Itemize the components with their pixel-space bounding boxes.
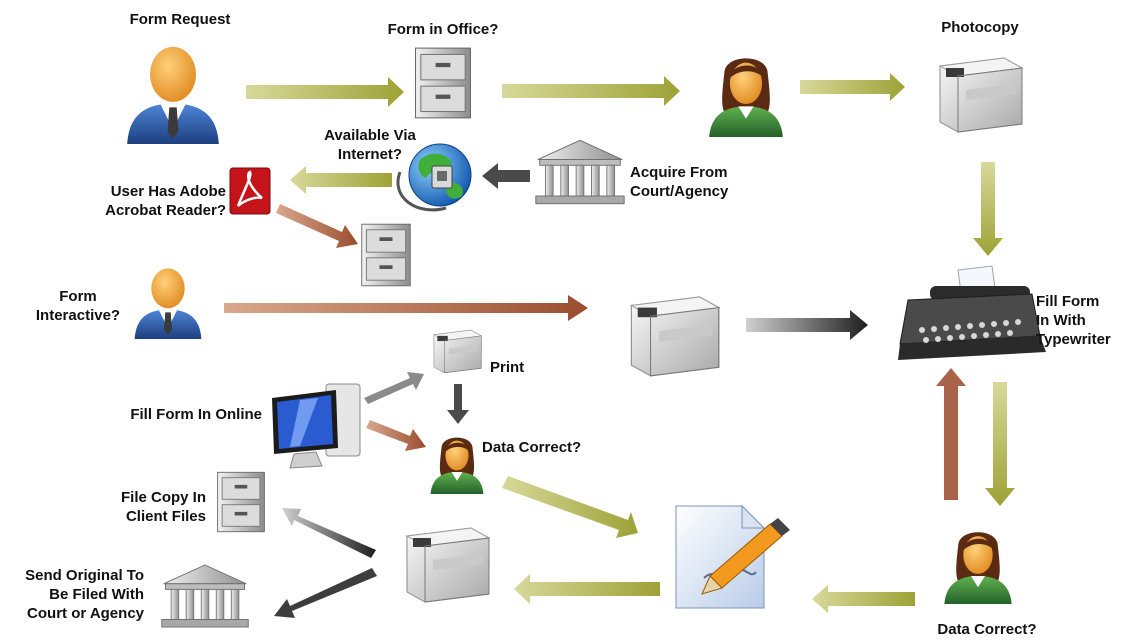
globe-internet-icon <box>396 143 472 212</box>
label-fill-form-typewriter: Fill Form In With Typewriter <box>1036 293 1111 348</box>
businessman-icon-interactive <box>134 268 202 339</box>
label-form-request: Form Request <box>129 11 231 28</box>
label-user-has-adobe: User Has Adobe Acrobat Reader? <box>105 183 226 219</box>
arrow-datacorrect2-to-typewriter <box>936 368 966 500</box>
arrow-photocopy-to-typewriter <box>973 162 1003 256</box>
businessman-icon-request <box>127 46 219 144</box>
printer-icon-photocopy <box>939 57 1023 133</box>
businesswoman-icon-datacorrect-bottom <box>944 532 1012 604</box>
computer-monitor-icon <box>272 383 361 469</box>
arrow-typewriter-to-datacorrect <box>985 382 1015 506</box>
label-fill-form-online: Fill Form In Online <box>130 406 262 423</box>
arrow-printer-to-typewriter <box>746 310 868 340</box>
printer-icon-output <box>406 527 490 603</box>
label-file-copy: File Copy In Client Files <box>120 489 206 525</box>
adobe-pdf-icon <box>229 167 271 215</box>
file-cabinet-icon-office <box>414 47 472 119</box>
label-data-correct-bottom: Data Correct? <box>937 621 1037 638</box>
arrow-office-to-clerk <box>502 76 680 106</box>
printer-icon-main <box>630 296 720 377</box>
label-form-interactive: Form Interactive? <box>35 288 121 324</box>
arrow-clerk-to-photocopy <box>800 73 905 101</box>
businesswoman-icon-clerk <box>709 58 783 137</box>
typewriter-icon <box>898 265 1046 360</box>
label-available-via-internet: Available Via Internet? <box>324 127 416 163</box>
arrow-datacorrect2-to-sign <box>812 585 915 613</box>
courthouse-icon-send <box>161 564 249 628</box>
document-signing-icon <box>675 504 790 609</box>
arrow-datacorrect-to-sign <box>502 476 638 538</box>
label-acquire-from: Acquire From Court/Agency <box>630 164 729 200</box>
businesswoman-icon-datacorrect <box>430 437 484 494</box>
label-print: Print <box>490 359 525 376</box>
arrow-adobe-to-cabinet <box>276 204 358 248</box>
label-photocopy: Photocopy <box>941 19 1019 36</box>
file-cabinet-icon-clientfiles <box>217 471 265 533</box>
arrow-computer-to-datacorrect <box>366 420 426 451</box>
arrow-printer-to-court <box>274 568 377 618</box>
arrows <box>224 73 1015 618</box>
courthouse-icon-acquire <box>535 139 625 205</box>
arrow-internet-to-adobe <box>290 166 392 194</box>
arrow-print-to-datacorrect <box>447 384 469 424</box>
printer-icon-print <box>433 329 482 374</box>
label-form-in-office: Form in Office? <box>387 21 499 38</box>
label-send-original: Send Original To Be Filed With Court or … <box>25 567 144 622</box>
arrow-interactive-to-printer <box>224 295 588 321</box>
arrow-computer-to-print <box>364 372 424 404</box>
label-data-correct-mid: Data Correct? <box>482 439 582 456</box>
arrow-printer-to-filecopy <box>282 508 376 558</box>
file-cabinet-icon-download <box>361 223 411 287</box>
arrow-request-to-office <box>246 77 404 107</box>
arrow-acquire-to-internet <box>482 163 530 189</box>
arrow-sign-to-printer <box>514 574 660 604</box>
